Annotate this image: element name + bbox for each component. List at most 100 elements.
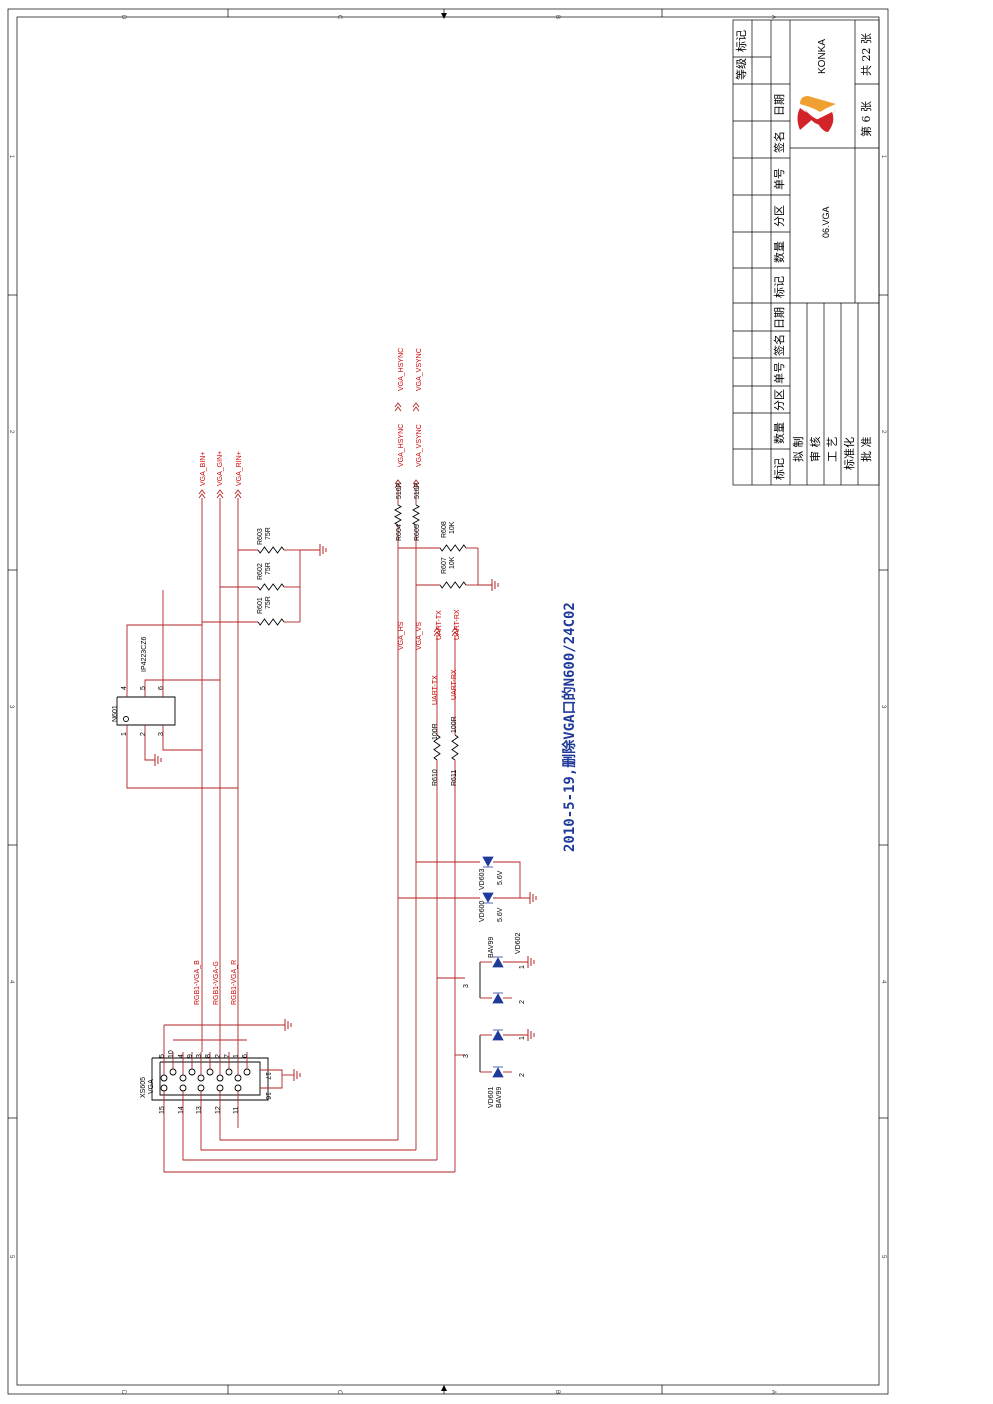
svg-text:等级: 等级 (734, 58, 748, 80)
svg-text:标记: 标记 (734, 30, 748, 52)
svg-text:标准化: 标准化 (842, 437, 856, 470)
ground-vga-top-icon (284, 1019, 292, 1031)
svg-text:17: 17 (264, 1072, 271, 1080)
vga-connector-body (159, 1061, 261, 1096)
svg-text:1: 1 (519, 965, 526, 969)
svg-text:8: 8 (205, 1054, 212, 1058)
n601-ref: N601 (112, 705, 119, 722)
svg-text:5: 5 (159, 1054, 166, 1058)
net-label-vga-vsync-b: VGA_VSYNC (416, 348, 423, 391)
wire-segment (477, 548, 492, 586)
connector-vga-vsync-a-icon (412, 479, 420, 489)
vga-pin-top-9 (234, 1074, 242, 1082)
svg-text:4: 4 (121, 686, 128, 690)
wire-segment (126, 624, 202, 697)
svg-text:标记: 标记 (772, 276, 786, 298)
vga-pin-top-1 (160, 1074, 168, 1082)
vd602-ref: VD602 (515, 932, 522, 954)
svg-text:签名: 签名 (772, 131, 786, 153)
net-label-vga-bin: VGA_BIN+ (200, 452, 207, 486)
svg-text:1: 1 (121, 732, 128, 736)
svg-text:2: 2 (519, 1073, 526, 1077)
r601-value: 75R (265, 596, 272, 609)
vga-pin-top-5 (197, 1074, 205, 1082)
wire-segment (162, 725, 202, 751)
net-label-rgb-g: RGB1-VGA-G (213, 961, 220, 1005)
vga-pin-top-10 (243, 1068, 251, 1076)
svg-text:3: 3 (880, 705, 886, 709)
connector-vga-vsync-b-icon (412, 402, 420, 412)
wire-segment (126, 725, 238, 789)
svg-text:审 核: 审 核 (808, 437, 822, 463)
svg-text:1: 1 (880, 155, 886, 159)
wire-segment (260, 1069, 283, 1089)
svg-text:2: 2 (215, 1054, 222, 1058)
net-label-vga-gin: VGA_GIN+ (217, 451, 224, 486)
net-label-uart-rx-a: UART-RX (454, 609, 461, 640)
svg-text:12: 12 (215, 1106, 222, 1114)
svg-text:2: 2 (8, 430, 14, 434)
svg-text:2: 2 (519, 1000, 526, 1004)
vga-pin-top-3 (179, 1074, 187, 1082)
r603-ref: R603 (257, 528, 264, 545)
svg-text:14: 14 (178, 1106, 185, 1114)
net-label-vga-hs: VGA_HS (398, 621, 405, 650)
vga-pin-top-7 (216, 1074, 224, 1082)
vga-pin-bottom-2 (179, 1084, 187, 1092)
resistor-r607 (439, 581, 467, 589)
vd600-value: 5.6V (497, 907, 504, 922)
ground-vd601-icon (527, 1029, 535, 1041)
r611-ref: R611 (451, 770, 458, 786)
svg-text:3: 3 (463, 984, 470, 988)
wire-segment (144, 679, 220, 697)
net-label-uart-rx-b: UART-RX (451, 669, 458, 700)
svg-text:分区: 分区 (773, 205, 786, 227)
r608-value: 10K (449, 521, 456, 534)
wire-segment (182, 1120, 437, 1161)
vd600-ref: VD600 (479, 900, 486, 922)
diode-vd602-a-icon (492, 956, 504, 968)
vga-pin-top-4 (188, 1068, 196, 1076)
svg-text:3: 3 (196, 1054, 203, 1058)
zener-vd603-icon (482, 856, 494, 868)
vd603-ref: VD603 (479, 868, 486, 890)
xs605-ref: XS605 (140, 1077, 147, 1098)
wire-segment (163, 1120, 455, 1173)
svg-text:2: 2 (140, 732, 147, 736)
r607-value: 10K (449, 556, 456, 569)
svg-text:日期: 日期 (773, 307, 786, 329)
net-label-vga-vs: VGA_VS (416, 622, 423, 650)
resistor-r605 (412, 504, 420, 526)
connector-vga-rin-icon (234, 489, 242, 499)
sheet-total: 共 22 张 (860, 33, 873, 76)
r608-ref: R608 (441, 521, 448, 538)
svg-text:日期: 日期 (773, 94, 786, 116)
svg-text:D: D (120, 1390, 126, 1395)
r603-value: 75R (265, 527, 272, 540)
net-labels: VGA_BIN+ VGA_GIN+ VGA_RIN+ VGA_HSYNC VGA… (194, 348, 461, 1005)
vd602-part: BAV99 (488, 937, 495, 958)
svg-text:工 艺: 工 艺 (826, 437, 839, 463)
net-label-rgb-b: RGB1-VGA_B (194, 960, 201, 1005)
resistor-r608 (439, 544, 467, 552)
ic-n601-body (116, 696, 176, 726)
svg-text:9: 9 (187, 1054, 194, 1058)
svg-text:16: 16 (264, 1092, 271, 1100)
revision-note: 2010-5-19,删除VGA口的N600/24C02 (561, 602, 578, 852)
svg-text:10: 10 (168, 1050, 175, 1058)
ic-n601-pin1-marker (123, 716, 129, 722)
svg-text:13: 13 (196, 1106, 203, 1114)
connector-uart-rx-icon (451, 627, 459, 637)
net-label-uart-tx-b: UART-TX (432, 675, 439, 705)
svg-text:2: 2 (880, 430, 886, 434)
connector-vga-hsync-a-icon (394, 479, 402, 489)
vd601-part: BAV99 (496, 1087, 503, 1108)
svg-text:A: A (770, 1390, 776, 1394)
zener-vd600-icon (482, 892, 494, 904)
connector-vga-bin-icon (198, 489, 206, 499)
svg-text:15: 15 (159, 1106, 166, 1114)
svg-text:标记: 标记 (772, 458, 786, 480)
sheet-number: 第 6 张 (859, 101, 873, 137)
ground-r603-icon (319, 544, 327, 556)
